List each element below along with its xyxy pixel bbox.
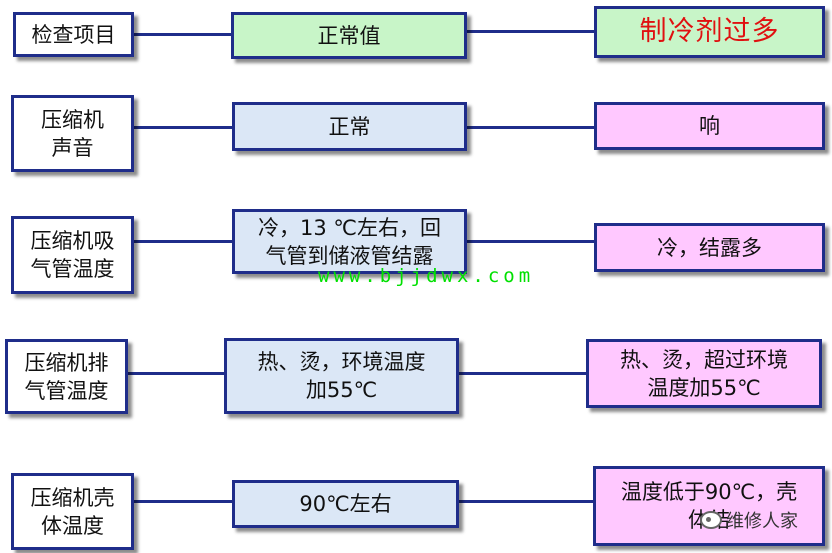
label-line: 压缩机 bbox=[41, 107, 104, 132]
normal-line: 冷，13 ℃左右，回 bbox=[258, 215, 441, 240]
normal-line: 90℃左右 bbox=[299, 492, 392, 516]
fault-line: 温度加55℃ bbox=[647, 375, 761, 400]
header-check-item: 检查项目 bbox=[13, 12, 134, 57]
brand-text: 维修人家 bbox=[726, 511, 798, 532]
label-line: 压缩机排 bbox=[24, 350, 109, 375]
fault-line: 响 bbox=[699, 114, 720, 138]
connector-line bbox=[127, 372, 224, 375]
normal-line: 正常 bbox=[328, 114, 371, 139]
label-shell-temp: 压缩机壳 体温度 bbox=[11, 473, 134, 550]
fault-compressor-sound: 响 bbox=[594, 102, 825, 150]
connector-line bbox=[133, 126, 232, 129]
label-compressor-sound: 压缩机 声音 bbox=[11, 95, 134, 172]
connector-line bbox=[133, 240, 232, 243]
normal-shell-temp: 90℃左右 bbox=[232, 480, 459, 528]
connector-line bbox=[458, 500, 593, 503]
normal-discharge-pipe-temp: 热、烫，环境温度 加55℃ bbox=[224, 338, 459, 414]
label-line: 检查项目 bbox=[31, 22, 116, 47]
normal-line: 加55℃ bbox=[305, 378, 378, 402]
fault-suction-pipe-temp: 冷，结露多 bbox=[594, 223, 825, 272]
label-suction-pipe-temp: 压缩机吸 气管温度 bbox=[11, 216, 134, 294]
connector-line bbox=[466, 126, 594, 129]
fault-line: 热、烫，超过环境 bbox=[620, 347, 788, 372]
fault-line: 制冷剂过多 bbox=[639, 16, 780, 47]
normal-line: 气管到储液管结露 bbox=[265, 243, 434, 268]
label-line: 体温度 bbox=[41, 513, 104, 538]
connector-line bbox=[133, 33, 231, 36]
header-normal-value: 正常值 bbox=[231, 12, 467, 59]
normal-line: 热、烫，环境温度 bbox=[257, 350, 426, 374]
connector-line bbox=[458, 372, 586, 375]
label-line: 压缩机吸 bbox=[30, 229, 115, 253]
label-line: 气管温度 bbox=[30, 257, 115, 281]
connector-line bbox=[466, 240, 594, 243]
chat-bubble-icon bbox=[700, 511, 722, 529]
header-excess-refrigerant: 制冷剂过多 bbox=[594, 6, 825, 58]
brand-watermark: 维修人家 bbox=[700, 507, 798, 533]
connector-line bbox=[133, 500, 232, 503]
normal-compressor-sound: 正常 bbox=[232, 102, 467, 151]
label-line: 气管温度 bbox=[24, 378, 109, 403]
label-discharge-pipe-temp: 压缩机排 气管温度 bbox=[5, 339, 128, 414]
connector-line bbox=[466, 30, 594, 33]
watermark-text: www.bjjdwx.com bbox=[318, 265, 535, 287]
label-line: 压缩机壳 bbox=[30, 485, 115, 510]
fault-line: 冷，结露多 bbox=[657, 235, 762, 260]
normal-line: 正常值 bbox=[317, 23, 381, 48]
fault-line: 温度低于90℃，壳 bbox=[620, 480, 798, 504]
normal-suction-pipe-temp: 冷，13 ℃左右，回 气管到储液管结露 bbox=[232, 209, 467, 274]
fault-shell-temp: 温度低于90℃，壳 体结 bbox=[593, 466, 825, 546]
label-line: 声音 bbox=[51, 135, 94, 160]
fault-discharge-pipe-temp: 热、烫，超过环境 温度加55℃ bbox=[586, 339, 822, 408]
